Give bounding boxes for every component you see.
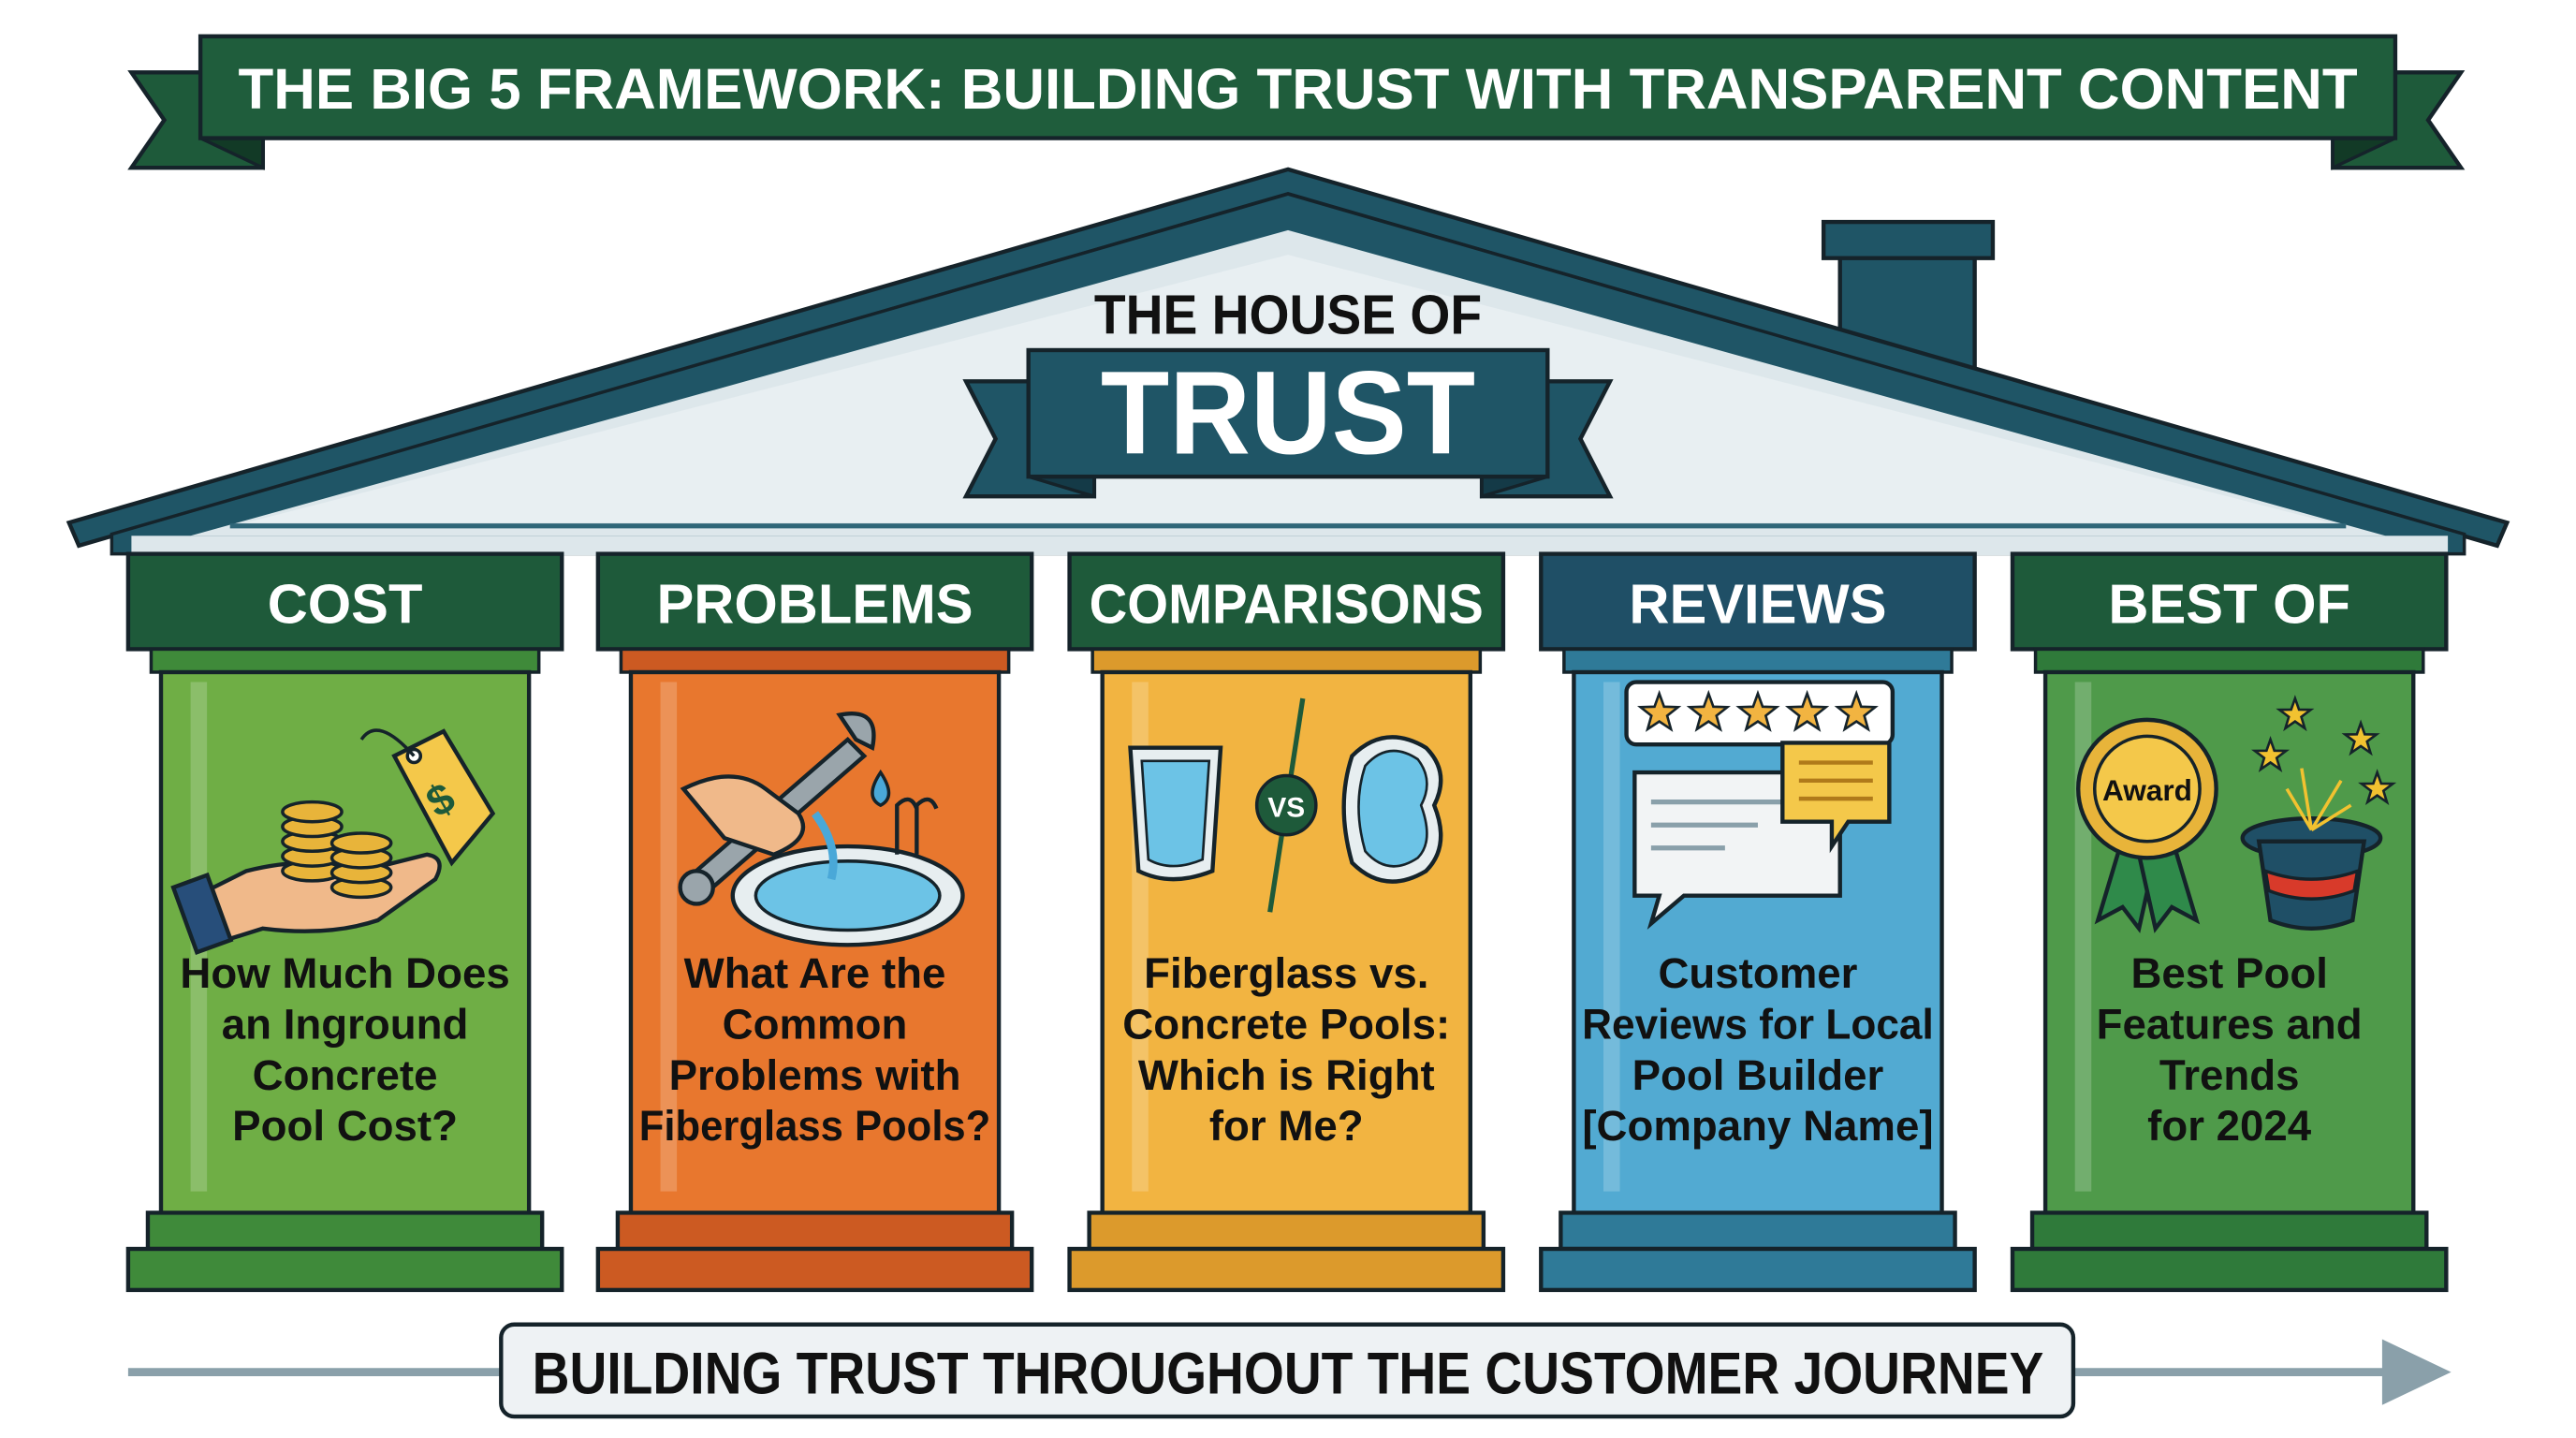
pillar-base-upper [615, 1211, 1015, 1252]
house-heading-small: THE HOUSE OF [1094, 283, 1482, 345]
award-badge-text: Award [2102, 773, 2192, 807]
banner-title: THE BIG 5 FRAMEWORK: BUILDING TRUST WITH… [238, 57, 2357, 122]
pillar-topic-line: Concrete [253, 1051, 438, 1099]
banner-body [198, 34, 2398, 140]
pillar-base-upper [1559, 1211, 1957, 1252]
pillar-base-upper [145, 1211, 545, 1252]
trust-ribbon-body [1026, 347, 1550, 479]
journey-label-box [499, 1322, 2076, 1419]
pillar-header [2010, 551, 2449, 652]
arrow-right-icon [2381, 1339, 2452, 1405]
pillar-topic-line: How Much Does [180, 949, 509, 997]
star-icon [1834, 689, 1879, 732]
pillar-base-lower [1067, 1246, 1506, 1293]
pillar-label: REVIEWS [1629, 572, 1886, 635]
pillar-topic-line: for Me? [1209, 1102, 1364, 1150]
pillar-label: BEST OF [2108, 572, 2350, 635]
pillar-topic-line: an Inground [222, 1000, 469, 1048]
pillar-topic-line: Features and [2097, 1000, 2363, 1048]
pillar-topic-line: Pool Builder [1632, 1051, 1884, 1099]
chimney-cap [1821, 219, 1996, 260]
pillar-topic-line: Concrete Pools: [1122, 1000, 1450, 1048]
pillar-base-upper [1087, 1211, 1486, 1252]
pillar-header [1067, 551, 1506, 652]
vs-badge: VS [1267, 792, 1305, 823]
star-rating-chat-bubbles-icon [1624, 680, 1895, 930]
pillar-base-upper [2029, 1211, 2429, 1252]
pillar-header [1539, 551, 1977, 652]
pillar-base-lower [125, 1246, 564, 1293]
pillar-label: COST [268, 572, 423, 635]
star-icon [1735, 689, 1780, 732]
pillar-topic-line: Which is Right [1138, 1051, 1435, 1099]
pillar-base-lower [595, 1246, 1034, 1293]
pillar-topic-line: What Are the [684, 949, 946, 997]
sparkle-star-icon [2276, 695, 2315, 732]
pillar-header [595, 551, 1034, 652]
pillar-topic-line: Problems with [669, 1051, 961, 1099]
pillar-topic-line: Trends [2159, 1051, 2300, 1099]
pillar-label: PROBLEMS [656, 572, 973, 635]
pillar-capital [1090, 647, 1483, 674]
pillar-label: COMPARISONS [1090, 572, 1484, 635]
pillar-topic-line: for 2024 [2147, 1102, 2312, 1150]
pillar-topic-line: [Company Name] [1582, 1102, 1933, 1150]
pillar-base-lower [1539, 1246, 1977, 1293]
pillar-topic-line: Common [723, 1000, 908, 1048]
hand-coins-price-tag-icon: $ [170, 728, 496, 956]
pool-versus-pool-icon: VS [1128, 697, 1443, 913]
pillar-capital [619, 647, 1011, 674]
star-icon [1637, 689, 1682, 732]
pillar-topic-line: Reviews for Local [1582, 1000, 1934, 1048]
pillar-capital [2033, 647, 2425, 674]
award-ribbon-magic-hat-icon: Award [2076, 695, 2397, 933]
customer-journey: BUILDING TRUST THROUGHOUT THE CUSTOMER J… [127, 1322, 2452, 1419]
sparkle-star-icon [2341, 719, 2380, 756]
pillar-topic-line: Best Pool [2130, 949, 2327, 997]
star-icon [1784, 689, 1830, 732]
pillar-topic-line: Fiberglass vs. [1144, 949, 1428, 997]
wrench-leaking-pool-icon [678, 712, 965, 947]
pillar-capital [149, 647, 541, 674]
pillar-topic-line: Pool Cost? [232, 1102, 458, 1150]
journey-label: BUILDING TRUST THROUGHOUT THE CUSTOMER J… [533, 1341, 2044, 1406]
pillar-topic-line: Customer [1658, 949, 1857, 997]
pillar-comparisons[interactable]: COMPARISONS VS Fiberglass vs.Concrete Pool… [1067, 551, 1506, 1293]
pillar-capital [1562, 647, 1954, 674]
house-heading-large: TRUST [1101, 347, 1475, 479]
roof: THE HOUSE OF TRUST [66, 167, 2510, 556]
sparkle-star-icon [2358, 769, 2397, 806]
sparkle-star-icon [2251, 735, 2291, 772]
pillar-base-lower [2010, 1246, 2449, 1293]
pillar-topic-line: Fiberglass Pools? [639, 1102, 991, 1150]
title-banner: THE BIG 5 FRAMEWORK: BUILDING TRUST WITH… [127, 34, 2466, 170]
star-icon [1686, 689, 1731, 732]
